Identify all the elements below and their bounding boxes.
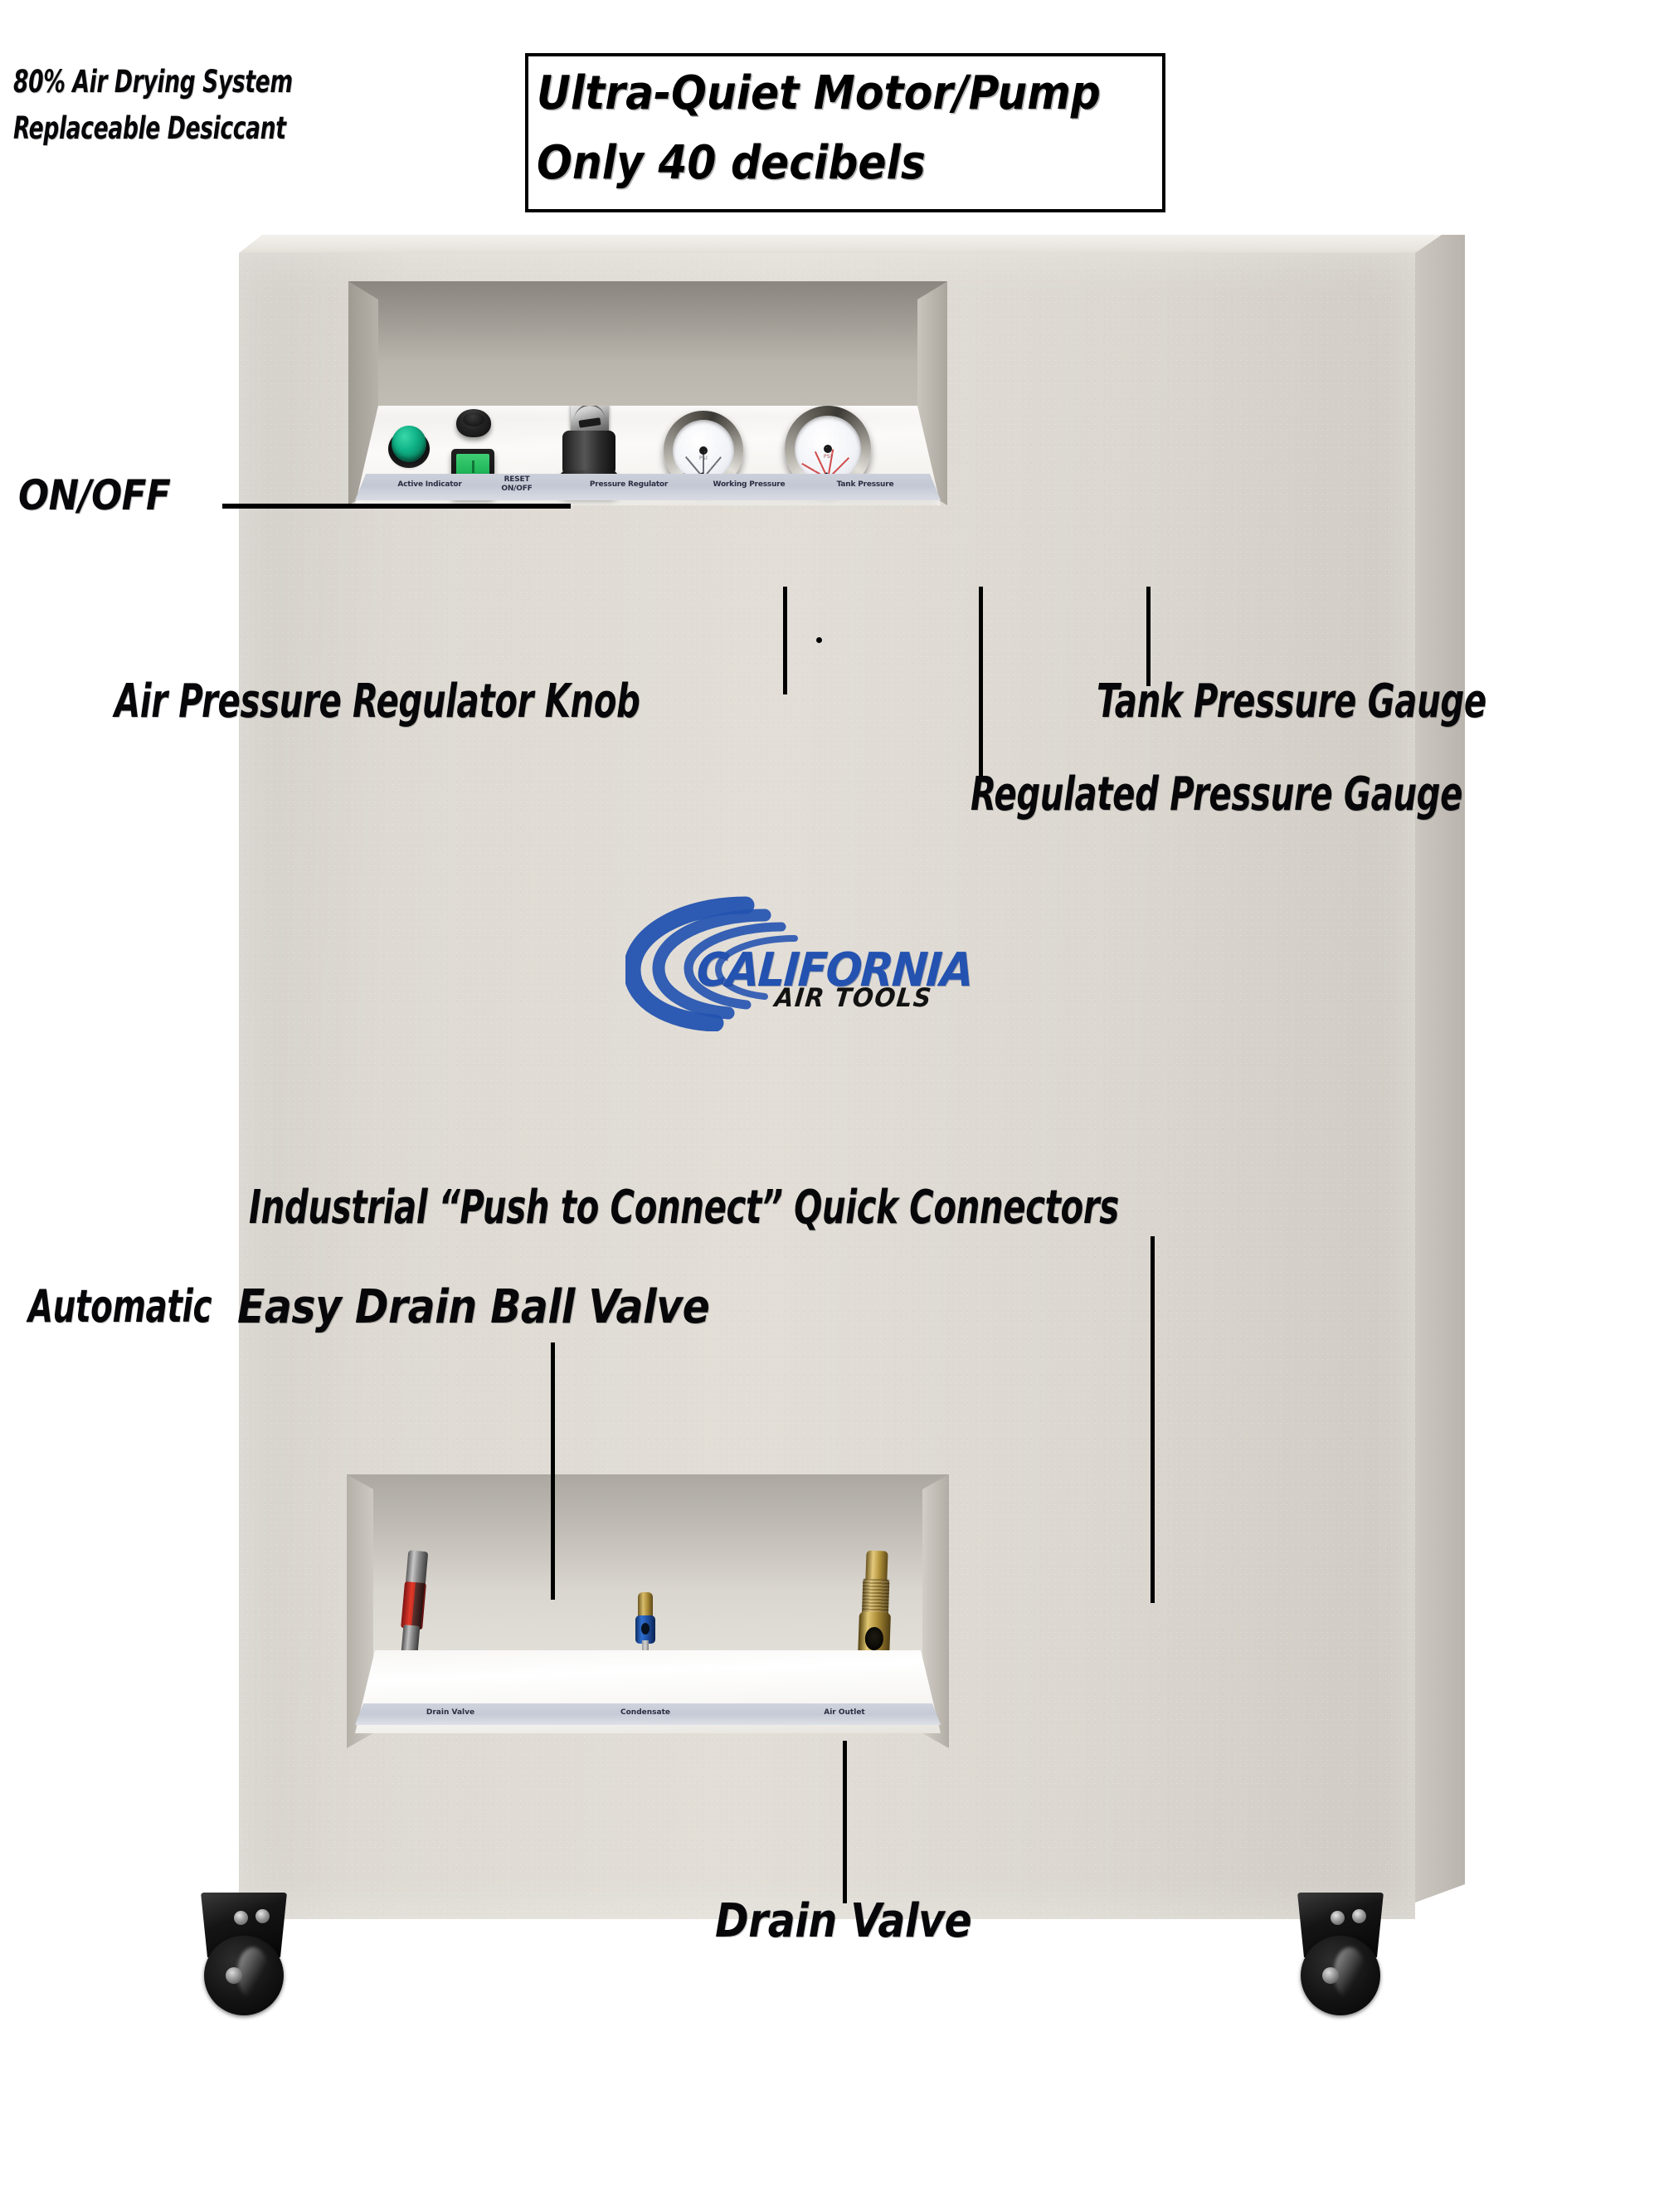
callout-tank-gauge: Tank Pressure Gauge	[1097, 675, 1486, 728]
panel-label-reset-onoff-line2: ON/OFF	[501, 485, 533, 493]
gauge-hub	[824, 445, 832, 453]
drain-valve-red-handle	[401, 1581, 426, 1630]
panel-label-drain-valve: Drain Valve	[426, 1708, 475, 1717]
caster-wheel-left	[189, 1893, 299, 2017]
leader-line-on-off	[222, 504, 571, 509]
callout-automatic: Automatic	[28, 1280, 212, 1333]
condensate-blue-collet	[635, 1615, 655, 1644]
cabinet-top-bevel	[239, 235, 1465, 253]
note-air-drying-system: 80% Air Drying System	[13, 64, 293, 100]
panel-label-pressure-regulator: Pressure Regulator	[589, 480, 669, 489]
logo-swoosh-icon	[625, 896, 798, 1031]
leader-dot-artifact	[816, 637, 822, 643]
active-indicator-lamp	[388, 426, 430, 468]
panel-label-condensate: Condensate	[620, 1708, 670, 1717]
logo-subword: AIR TOOLS	[773, 983, 934, 1013]
caster-wheel	[204, 1936, 284, 2015]
gauge-unit-label: PSI	[823, 454, 833, 460]
caster-bolt	[234, 1911, 248, 1925]
brand-logo: CALIFORNIA AIR TOOLS	[625, 890, 1015, 1031]
condensate-connector[interactable]	[635, 1592, 656, 1660]
panel-label-air-outlet: Air Outlet	[824, 1708, 865, 1717]
callout-quick-connectors: Industrial “Push to Connect” Quick Conne…	[249, 1181, 1119, 1235]
caster-wheel-highlight	[1334, 1947, 1365, 1999]
control-panel-recess: PSI	[348, 281, 947, 505]
callout-easy-drain-ball-valve: Easy Drain Ball Valve	[237, 1280, 710, 1334]
reset-button-cap	[463, 412, 484, 426]
callout-on-off: ON/OFF	[18, 471, 171, 519]
panel-label-active-indicator: Active Indicator	[397, 480, 462, 489]
reset-button[interactable]	[456, 409, 491, 437]
working-pressure-gauge: PSI	[664, 411, 743, 490]
gauge-dial-face: PSI	[673, 420, 734, 481]
gauge-hub	[699, 446, 708, 455]
caster-axle-nut	[1322, 1967, 1339, 1984]
leader-line-easy-drain	[551, 1342, 555, 1600]
leader-line-quick-connectors	[1151, 1236, 1155, 1603]
gauge-tick	[703, 451, 704, 478]
headline-line1: Ultra-Quiet Motor/Pump	[537, 66, 1101, 120]
caster-wheel	[1301, 1936, 1380, 2015]
gauge-dial-face: PSI	[795, 416, 861, 482]
caster-bolt	[1331, 1911, 1345, 1925]
outlet-panel-recess: Drain Valve Condensate Air Outlet	[347, 1474, 949, 1748]
compressor-cabinet: PSI	[201, 235, 1465, 2015]
callout-regulator-knob: Air Pressure Regulator Knob	[114, 675, 640, 728]
headline-box: Ultra-Quiet Motor/Pump Only 40 decibels	[525, 53, 1165, 212]
cabinet-right-side	[1415, 235, 1465, 1903]
gauge-unit-label: PSI	[698, 456, 708, 461]
callout-drain-valve: Drain Valve	[715, 1894, 972, 1948]
headline-line2: Only 40 decibels	[537, 136, 926, 190]
condensate-port-hole	[641, 1623, 649, 1635]
caster-wheel-right	[1286, 1893, 1395, 2017]
leader-line-regulated-gauge	[979, 587, 983, 777]
leader-line-regulator-knob	[783, 587, 787, 694]
indicator-bezel	[388, 430, 430, 468]
condensate-stem	[642, 1640, 649, 1659]
recess-back-wall	[348, 281, 947, 429]
leader-line-tank-gauge	[1146, 587, 1151, 686]
outlet-label-strip: Drain Valve Condensate Air Outlet	[355, 1703, 941, 1725]
note-replaceable-desiccant: Replaceable Desiccant	[13, 110, 286, 146]
control-label-strip: Active Indicator RESET ON/OFF Pressure R…	[355, 474, 941, 500]
caster-wheel-highlight	[237, 1947, 269, 1999]
panel-label-tank-pressure: Tank Pressure	[836, 480, 894, 489]
caster-bolt	[1352, 1909, 1366, 1923]
leader-line-drain-valve	[843, 1741, 847, 1903]
power-on-icon	[471, 460, 474, 473]
callout-regulated-gauge: Regulated Pressure Gauge	[971, 767, 1463, 821]
regulator-knob-body	[562, 431, 615, 477]
panel-label-reset-onoff-line1: RESET	[504, 475, 530, 484]
caster-axle-nut	[226, 1967, 242, 1984]
panel-label-working-pressure: Working Pressure	[713, 480, 786, 489]
caster-bolt	[255, 1909, 270, 1923]
condensate-brass-body	[638, 1592, 653, 1620]
